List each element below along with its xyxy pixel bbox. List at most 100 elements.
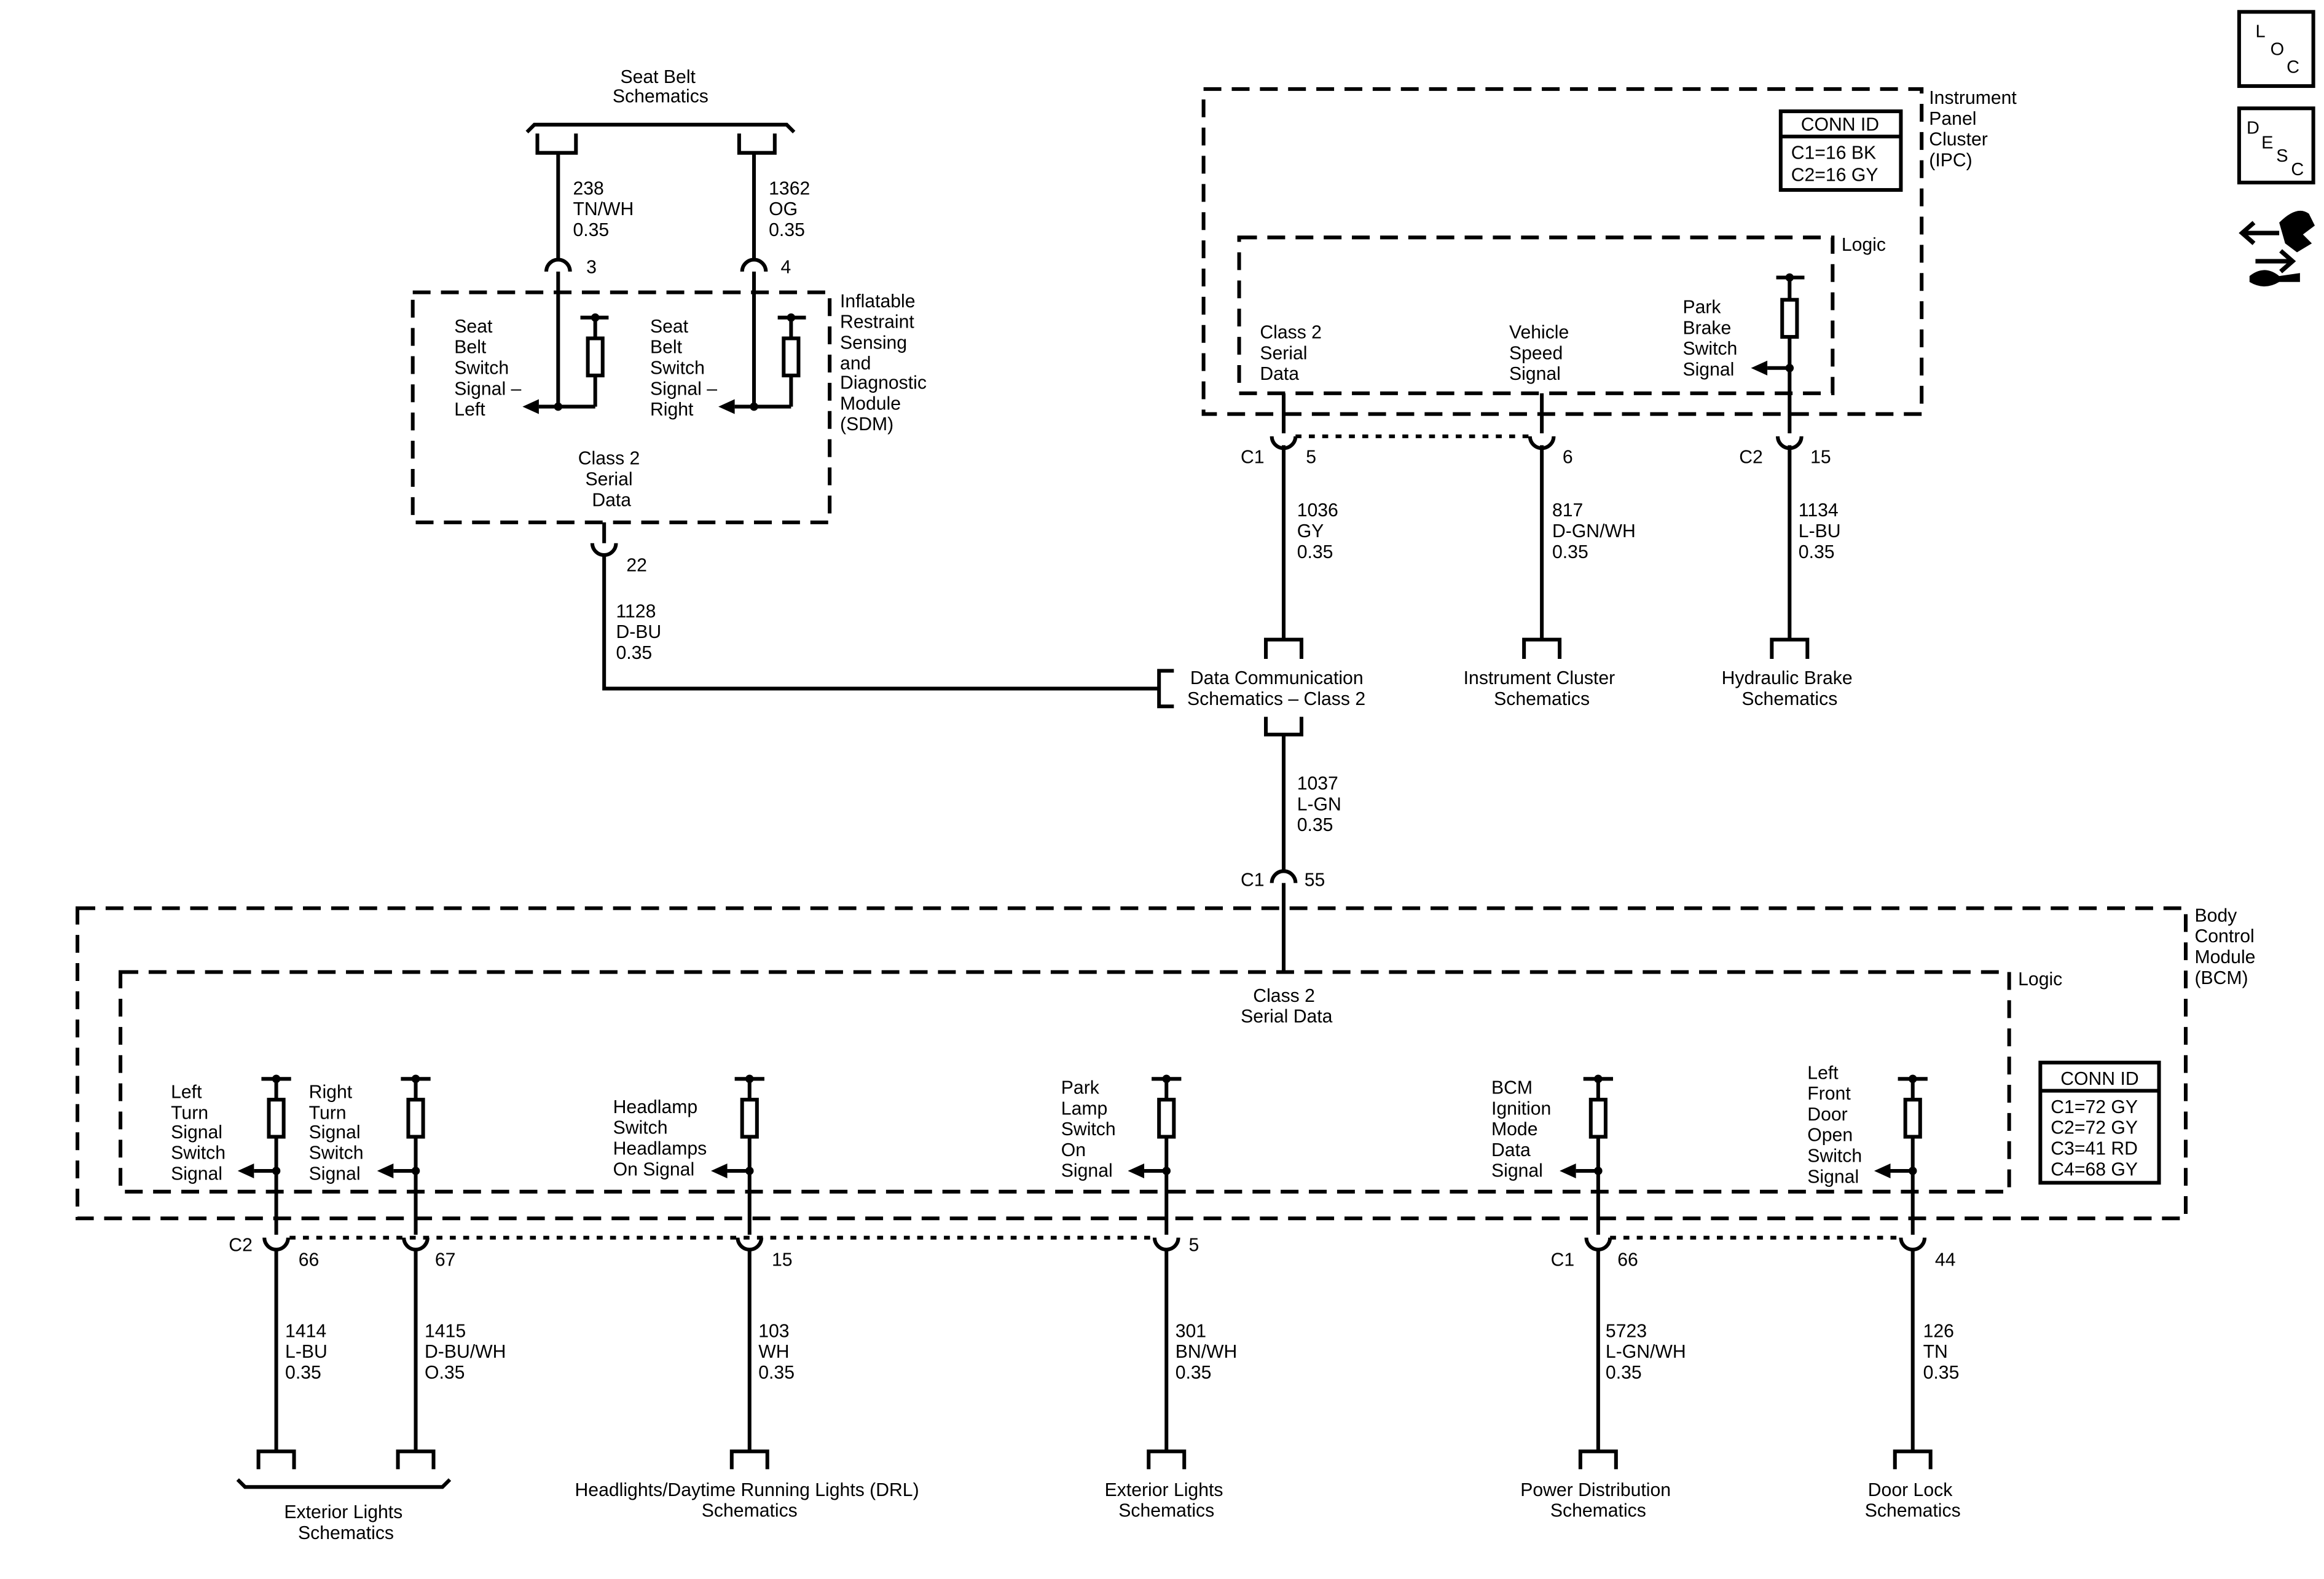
bcm-module-name: Body Control Module (BCM)	[2194, 905, 2260, 988]
sig-left-turn-label: Left Turn Signal Switch Signal	[171, 1082, 230, 1184]
bcm-pullup-resistor-ignition	[1588, 1098, 1608, 1139]
sig-door-open-label: Left Front Door Open Switch Signal	[1807, 1063, 1867, 1187]
bcm-terminal-headlamp	[729, 1449, 769, 1470]
bcm-conn-id-title: CONN ID	[2060, 1069, 2138, 1089]
bcm-column-ignition	[1576, 1077, 1618, 1470]
wire-1128-label: 1128 D-BU 0.35	[616, 601, 666, 663]
bcm-pullup-resistor-headlamp	[740, 1098, 759, 1139]
sdm-module-name: Inflatable Restraint Sensing and Diagnos…	[840, 291, 932, 435]
loc-letter-o: O	[2271, 39, 2285, 59]
desc-letter-s: S	[2276, 146, 2288, 166]
bcm-module-box	[76, 906, 2188, 1221]
sig-headlamp-label: Headlamp Switch Headlamps On Signal	[613, 1097, 712, 1179]
sdm-right-signal-label: Seat Belt Switch Signal – Right	[650, 317, 722, 420]
wire-817-label: 817 D-GN/WH 0.35	[1552, 500, 1641, 562]
bcm-pin-67-label: 67	[435, 1250, 456, 1270]
bcm-dot-top-right-turn	[411, 1074, 420, 1084]
bcm-pin-5-label: 5	[1188, 1235, 1199, 1255]
wire-1036-label: 1036 GY 0.35	[1297, 500, 1344, 562]
ipc-conn-id-title: CONN ID	[1801, 114, 1879, 135]
ext-lights-left-label[interactable]: Exterior Lights Schematics	[284, 1502, 407, 1543]
bcm-pin-55-connector	[1270, 869, 1298, 883]
ipc-pin-6-label: 6	[1563, 447, 1573, 467]
bcm-terminal-right-turn	[396, 1449, 436, 1470]
sig-right-turn-label: Right Turn Signal Switch Signal	[309, 1082, 369, 1184]
sdm-class2-label: Class 2 Serial Data	[578, 449, 645, 511]
pin-4-connector	[740, 258, 768, 272]
desc-letter-d: D	[2247, 118, 2259, 138]
seatbelt-schematics-label: Seat Belt Schematics	[613, 67, 709, 106]
bcm-column-left-turn	[254, 1077, 296, 1470]
ipc-pin-15-label: 15	[1810, 447, 1831, 467]
bcm-column-park-lamp	[1144, 1077, 1187, 1470]
hydraulic-schematics-label[interactable]: Hydraulic Brake Schematics	[1722, 668, 1858, 709]
drl-schematics-label[interactable]: Headlights/Daytime Running Lights (DRL) …	[575, 1480, 925, 1521]
bcm-pin-66-label: 66	[299, 1250, 320, 1270]
power-distribution-label[interactable]: Power Distribution Schematics	[1520, 1480, 1676, 1521]
ipc-c2-label: C2	[1739, 447, 1763, 467]
datacomm-bottom-connector	[1263, 717, 1303, 737]
bcm-dot-mid-left-turn	[272, 1167, 281, 1175]
bcm-column-door-open	[1890, 1077, 1933, 1470]
wire-238-label: 238 TN/WH 0.35	[573, 178, 638, 240]
sig-ignition-label: BCM Ignition Mode Data Signal	[1491, 1077, 1557, 1181]
bcm-connector-park-lamp	[1152, 1237, 1180, 1251]
pin-4-label: 4	[780, 257, 791, 277]
ipc-park-brake-label: Park Brake Switch Signal	[1682, 297, 1742, 379]
bcm-arrow-right-turn	[377, 1163, 394, 1179]
ipc-c1-label: C1	[1241, 447, 1265, 467]
sdm-left-resistor	[558, 315, 609, 409]
bcm-logic-label: Logic	[2018, 969, 2062, 990]
pin-22-connector	[590, 543, 618, 557]
bcm-conn-id-box	[2038, 1060, 2161, 1185]
ipc-pin-5-label: 5	[1306, 447, 1316, 467]
cluster-schematics-label[interactable]: Instrument Cluster Schematics	[1464, 668, 1620, 709]
bcm-c1-top-label: C1	[1241, 870, 1265, 890]
bcm-pullup-resistor-door-open	[1903, 1098, 1922, 1139]
wire-1415-label: 1415 D-BU/WH O.35	[425, 1321, 511, 1383]
sig-park-lamp-label: Park Lamp Switch On Signal	[1061, 1077, 1121, 1181]
datacomm-schematics-label[interactable]: Data Communication Schematics – Class 2	[1187, 668, 1368, 709]
bcm-dot-top-left-turn	[272, 1074, 281, 1084]
wire-1362-label: 1362 OG 0.35	[769, 178, 815, 240]
bcm-arrow-left-turn	[237, 1163, 254, 1179]
ipc-logic-label: Logic	[1842, 235, 1886, 255]
ipc-module-box	[1201, 87, 1924, 416]
pin-3-connector	[544, 258, 572, 272]
bcm-pullup-resistor-left-turn	[267, 1098, 286, 1139]
ipc-conn-id-rows: C1=16 BK C2=16 GY	[1791, 143, 1882, 185]
bcm-arrow-park-lamp	[1128, 1163, 1145, 1179]
ext-lights-left-bracket	[236, 1478, 452, 1489]
bcm-column-right-turn	[393, 1077, 436, 1470]
sdm-module-box	[410, 290, 832, 524]
desc-letter-c: C	[2291, 160, 2304, 179]
bcm-terminal-door-open	[1893, 1449, 1933, 1470]
bcm-logic-box	[119, 970, 2011, 1194]
hydraulic-schematics-connector	[1770, 637, 1810, 660]
wire-5723-label: 5723 L-GN/WH 0.35	[1606, 1321, 1691, 1383]
ipc-conn-id-box	[1778, 109, 1903, 192]
bcm-dot-mid-door-open	[1908, 1167, 1917, 1175]
ipc-park-brake-resistor	[1767, 275, 1805, 434]
bcm-terminal-left-turn	[256, 1449, 296, 1470]
sdm-right-resistor	[754, 315, 806, 409]
bcm-dot-mid-headlamp	[745, 1167, 754, 1175]
loc-button-frame[interactable]	[2237, 10, 2315, 89]
loc-letter-l: L	[2255, 22, 2265, 41]
junction-dots	[522, 273, 1794, 414]
desc-button-frame[interactable]	[2237, 106, 2315, 184]
bcm-dot-mid-ignition	[1594, 1167, 1603, 1175]
door-lock-schematics-label[interactable]: Door Lock Schematics	[1865, 1480, 1961, 1521]
cluster-schematics-connector	[1522, 637, 1562, 660]
bcm-dot-mid-right-turn	[411, 1167, 420, 1175]
bcm-c2-label: C2	[229, 1235, 253, 1255]
bcm-connector-ignition	[1584, 1237, 1612, 1251]
wrench-tool-icon[interactable]	[2239, 210, 2315, 286]
ext-lights-right-label[interactable]: Exterior Lights Schematics	[1105, 1480, 1228, 1521]
bcm-terminal-ignition	[1578, 1449, 1618, 1470]
bcm-dot-top-door-open	[1908, 1074, 1917, 1084]
wire-103-label: 103 WH 0.35	[758, 1321, 795, 1383]
bcm-dot-top-ignition	[1594, 1074, 1603, 1084]
wire-301-label: 301 BN/WH 0.35	[1176, 1321, 1242, 1383]
